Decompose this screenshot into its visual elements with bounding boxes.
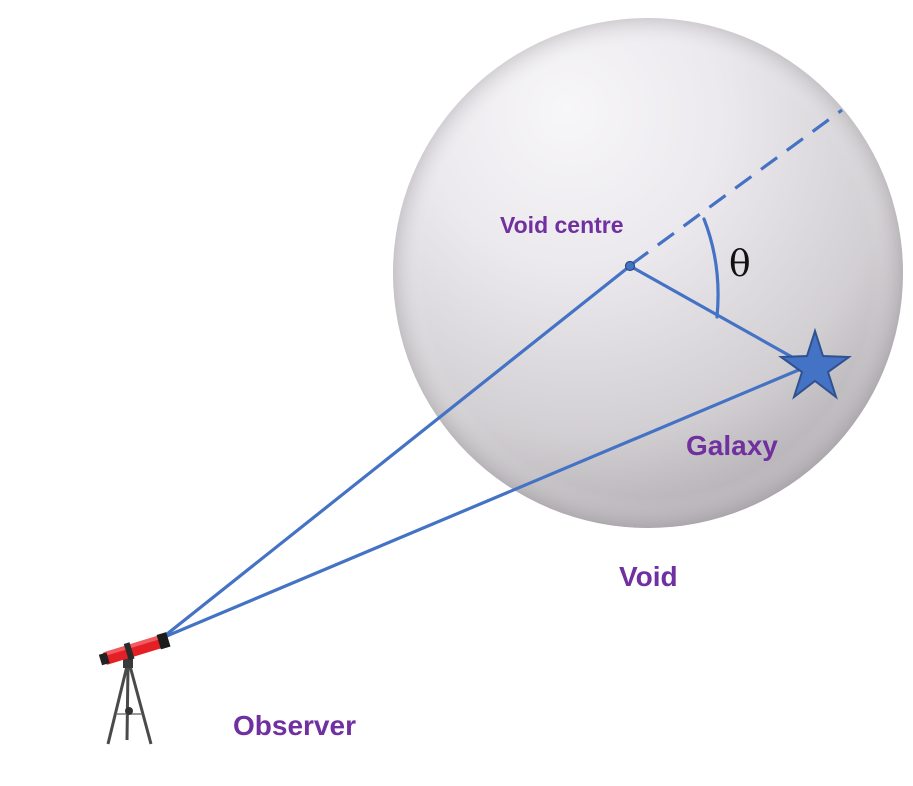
- theta-label: θ: [729, 244, 751, 285]
- theta-angle-arc: [702, 217, 720, 319]
- void-centre-label: Void centre: [500, 212, 624, 238]
- void-label: Void: [619, 561, 678, 592]
- observer-to-centre-line: [160, 264, 632, 640]
- geometry-lines: [160, 108, 843, 640]
- observer-to-galaxy-line: [160, 364, 810, 640]
- void-centre-dot: [624, 260, 636, 272]
- galaxy-label: Galaxy: [686, 430, 778, 461]
- observer-label: Observer: [233, 710, 356, 741]
- void-sphere: [393, 18, 903, 528]
- centre-to-galaxy-line: [628, 264, 810, 368]
- line-of-sight-extension-dashed: [631, 108, 843, 266]
- telescope-icon: [98, 632, 171, 745]
- star-icon: [778, 327, 852, 400]
